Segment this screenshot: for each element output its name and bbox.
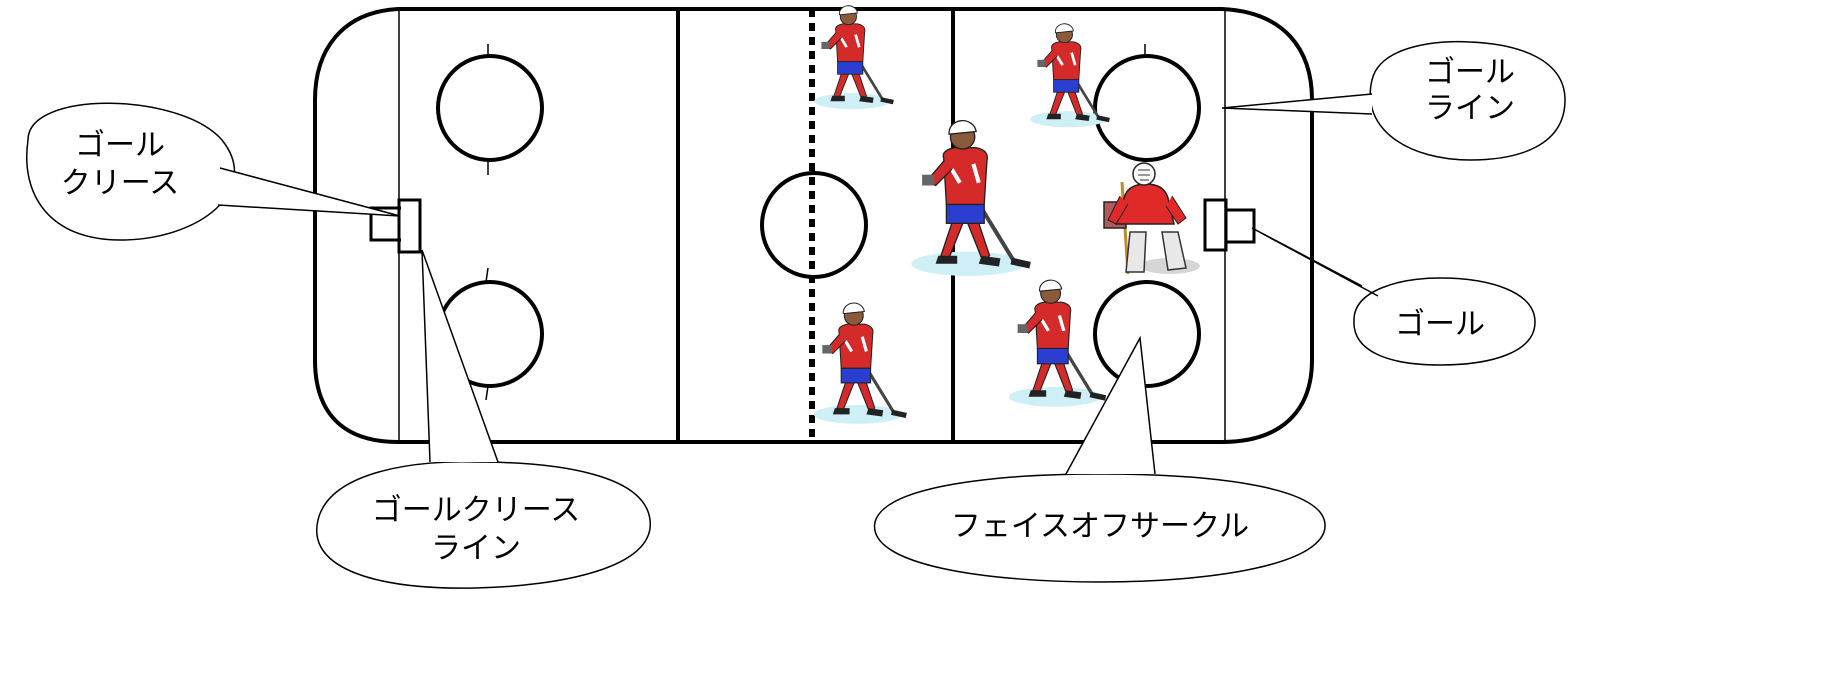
callout-goal-crease-line2: クリース	[61, 166, 180, 201]
faceoff-circle-left-top	[438, 56, 542, 160]
hockey-goalie-icon	[1104, 163, 1200, 274]
right-goal	[1226, 210, 1254, 242]
callout-goal-line-line2: ライン	[1425, 91, 1515, 126]
callout-faceoff-circle-line1: フェイスオフサークル	[951, 509, 1249, 544]
callout-goal-crease: ゴール クリース	[27, 103, 400, 240]
callout-goal-crease-line: ゴールクリース ライン	[317, 250, 651, 588]
callout-goal-line1: ゴール	[1395, 307, 1485, 342]
callout-goal-line: ゴール ライン	[1222, 42, 1565, 160]
faceoff-circle-right-bottom	[1095, 282, 1199, 386]
callout-goal-line-line1: ゴール	[1425, 55, 1515, 90]
hockey-skater-icon	[911, 121, 1030, 276]
faceoff-circle-right-top	[1095, 56, 1199, 160]
callout-goal-crease-line-line2: ライン	[431, 531, 521, 566]
hockey-skater-icon	[814, 303, 906, 424]
hockey-skater-icon	[1009, 280, 1106, 407]
callout-goal-crease-line1: ゴール	[75, 128, 165, 163]
callout-faceoff-circle: フェイスオフサークル	[875, 338, 1326, 582]
callout-goal: ゴール	[1252, 228, 1535, 365]
callout-goal-crease-line-line1: ゴールクリース	[372, 493, 581, 528]
hockey-skater-icon	[814, 6, 893, 110]
right-goal-crease	[1205, 200, 1226, 250]
left-goal-crease	[399, 200, 420, 252]
hockey-skater-icon	[1030, 24, 1109, 128]
